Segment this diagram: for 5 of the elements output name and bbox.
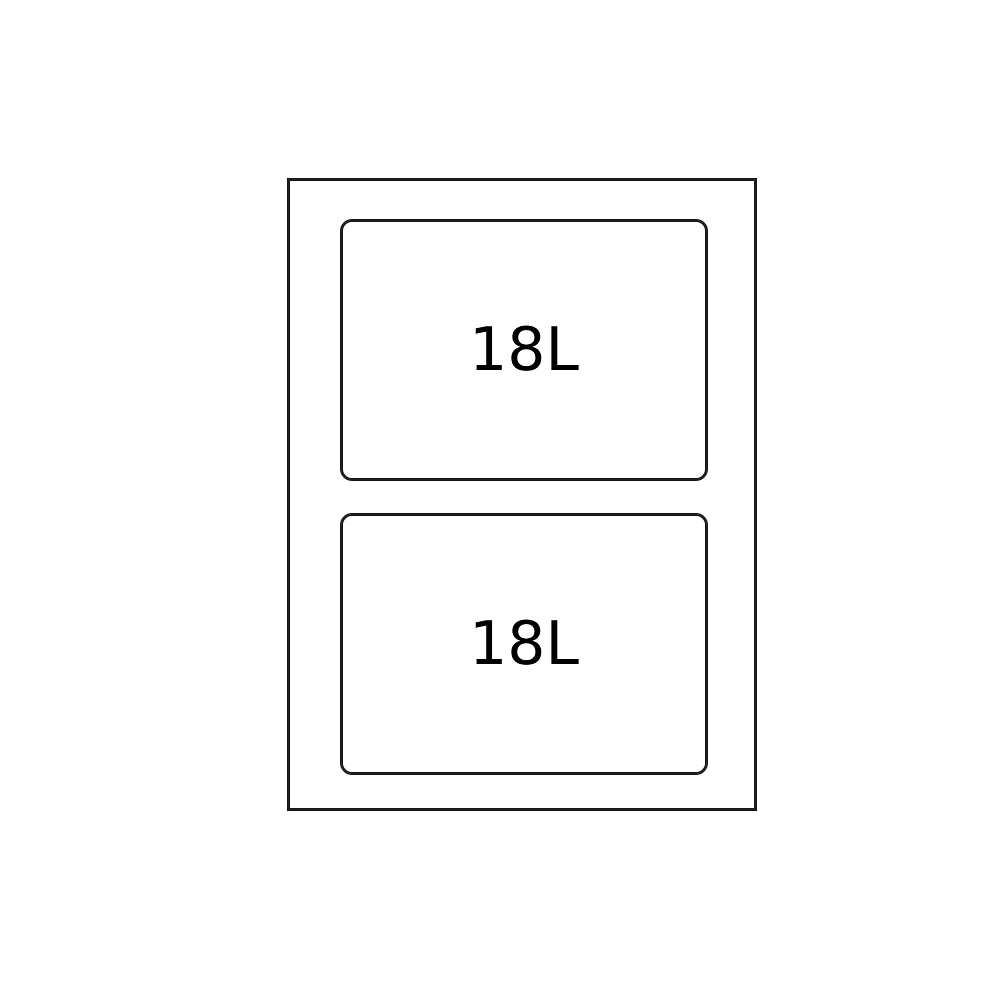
capacity-label: 18L — [469, 320, 579, 380]
compartment-box — [340, 219, 708, 481]
compartment-box — [340, 513, 708, 775]
cabinet-outline — [287, 178, 757, 811]
capacity-label: 18L — [469, 614, 579, 674]
